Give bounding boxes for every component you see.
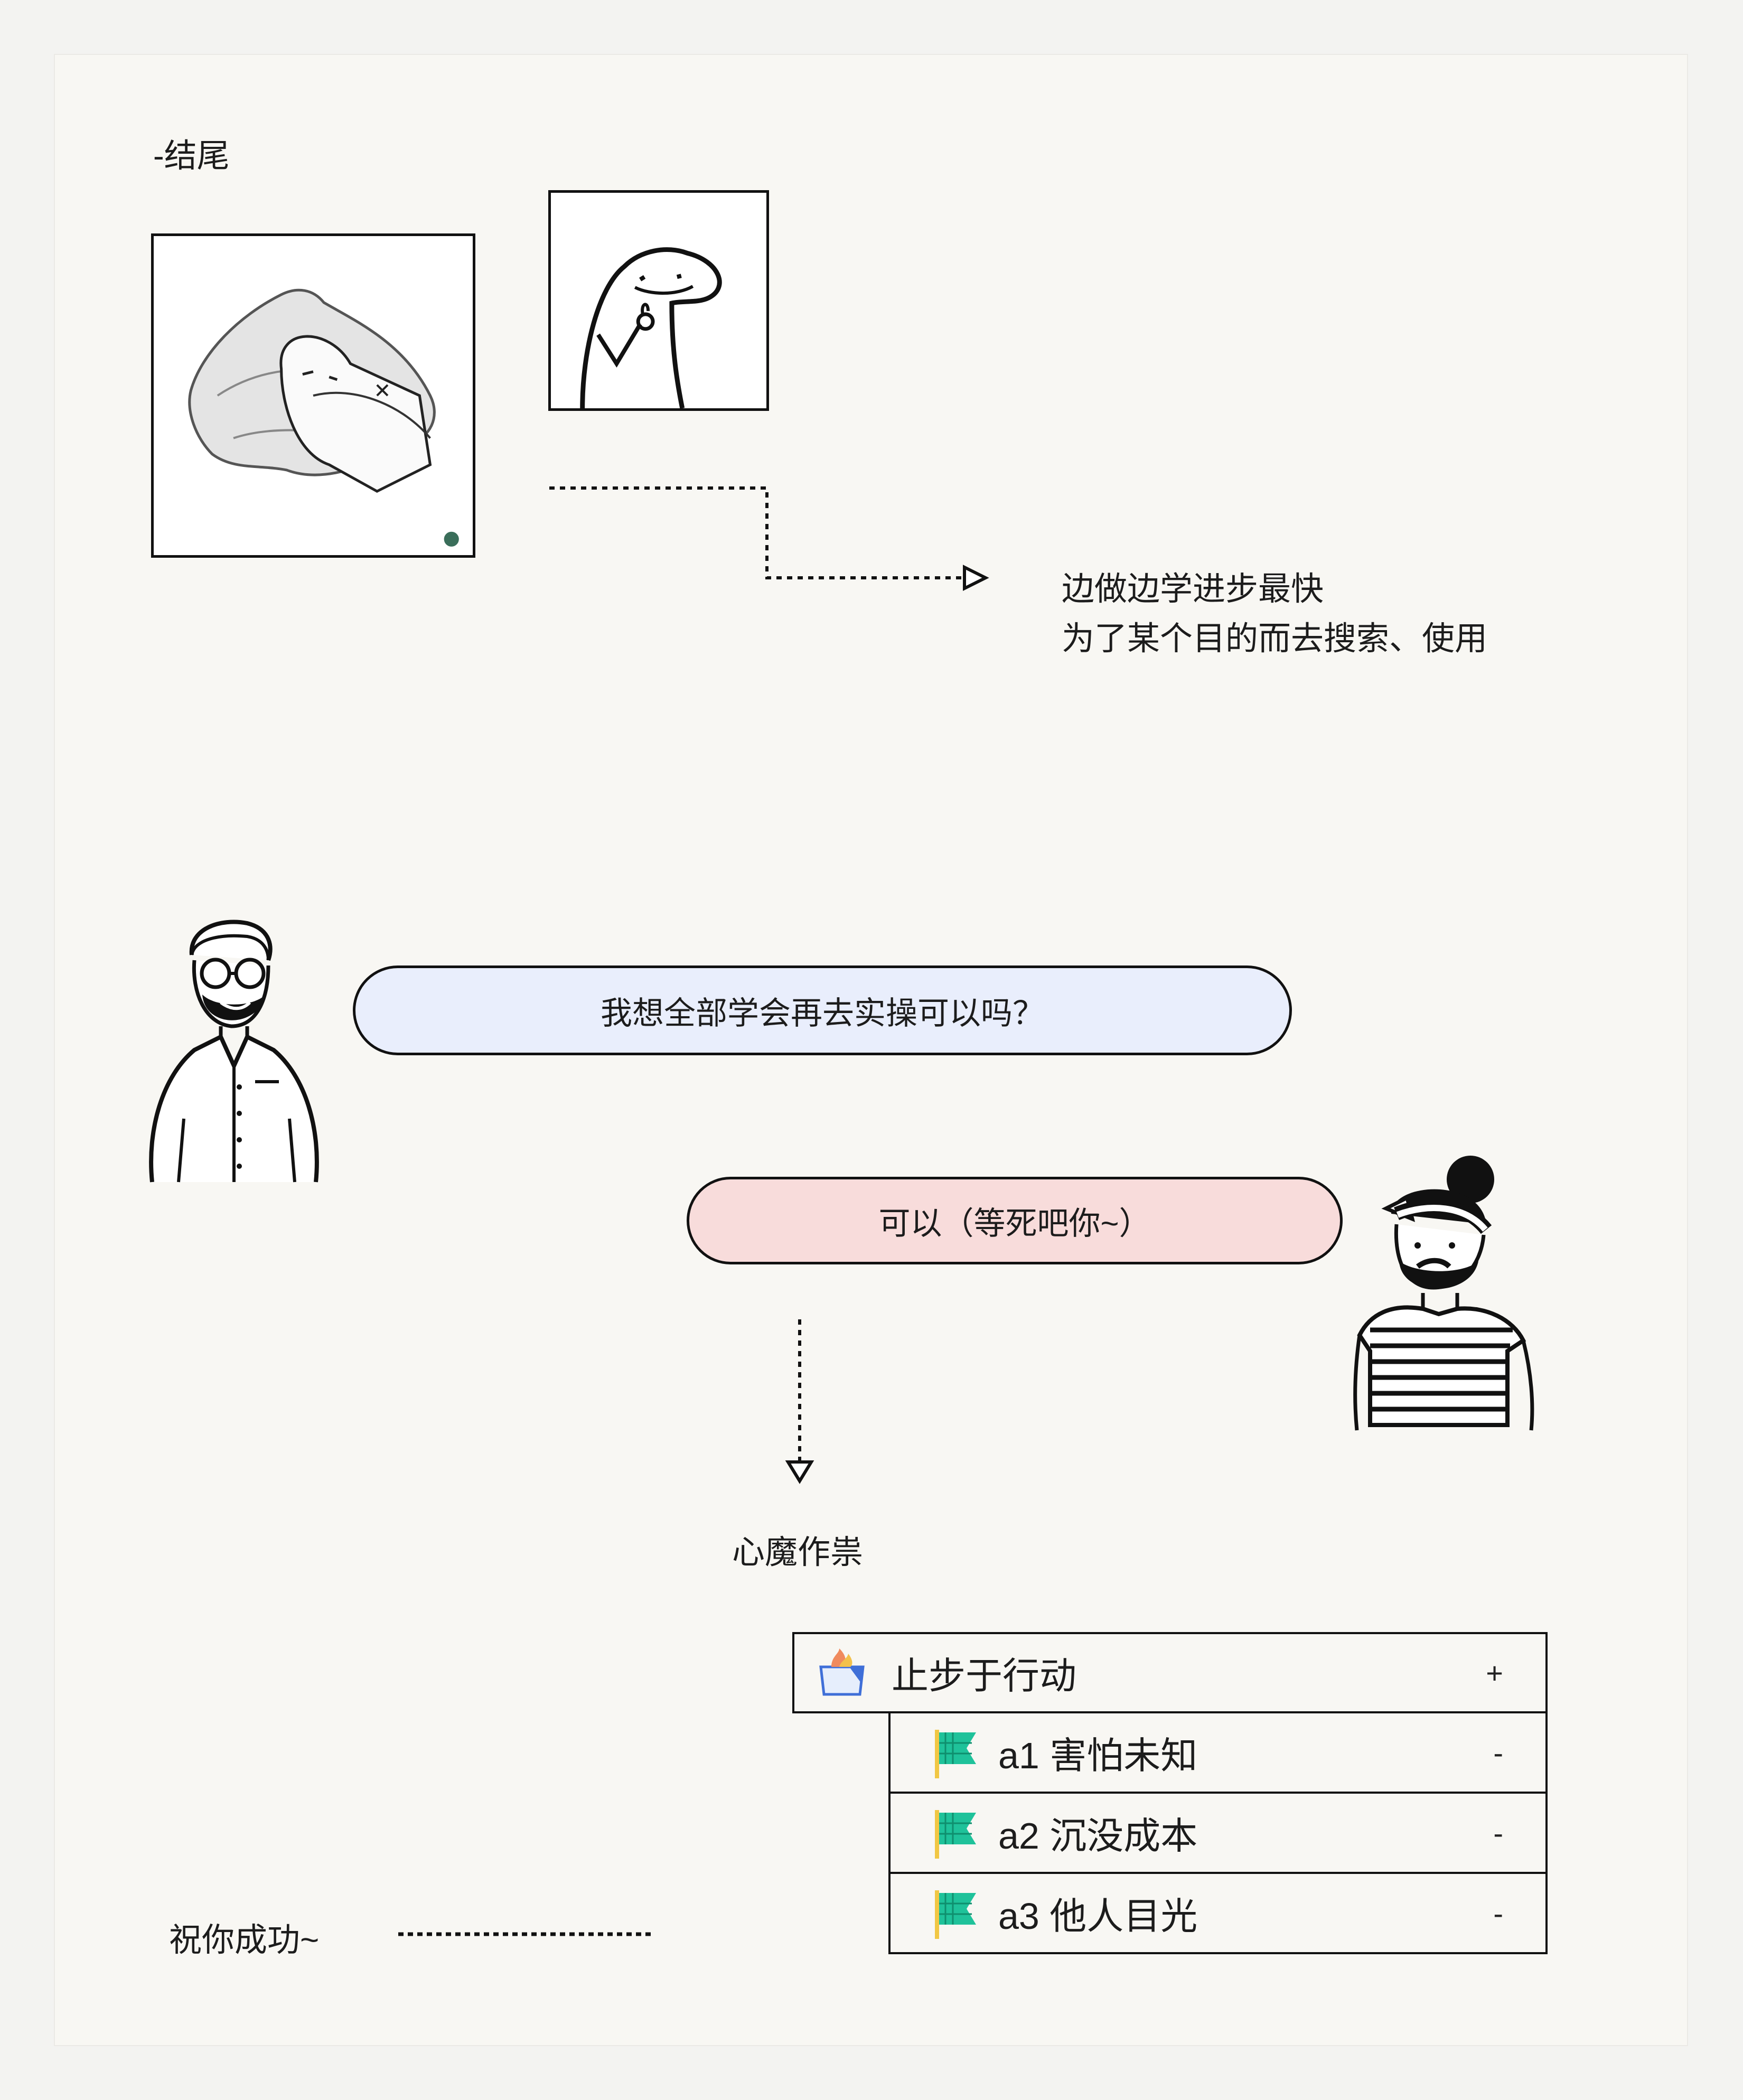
outline-root-label: 止步于行动 [892, 1655, 1076, 1696]
elbow-connector-arrow [549, 486, 989, 591]
ok-gesture-sticker-image[interactable] [548, 190, 769, 411]
answer-bubble[interactable]: 可以（等死吧你~） [687, 1177, 1343, 1264]
closing-dashed-line [398, 1932, 654, 1936]
outline-item-row[interactable]: a2 沉没成本 - [888, 1792, 1548, 1874]
pillow-sticker-image[interactable] [151, 233, 475, 558]
green-flag-icon [935, 1890, 976, 1939]
outline-item-row[interactable]: a1 害怕未知 - [888, 1711, 1548, 1794]
outline-item-label: a1 害怕未知 [998, 1735, 1198, 1776]
outline-item-row[interactable]: a3 他人目光 - [888, 1872, 1548, 1954]
tip-line-2: 为了某个目的而去搜索、使用 [1062, 621, 1488, 657]
question-bubble[interactable]: 我想全部学会再去实操可以吗？ [353, 965, 1292, 1055]
collapse-toggle[interactable]: - [1493, 1896, 1503, 1930]
sleeping-blob-illustration [188, 288, 459, 547]
collapse-toggle[interactable]: - [1493, 1816, 1503, 1850]
section-title: -结尾 [153, 138, 230, 174]
outline-root-row[interactable]: 止步于行动 + [792, 1632, 1548, 1713]
man-with-bandana-avatar [1353, 1156, 1534, 1431]
green-flag-icon [935, 1810, 976, 1859]
outline-item-label: a3 他人目光 [998, 1895, 1198, 1937]
down-connector-arrow [785, 1319, 814, 1484]
folder-fire-icon [819, 1648, 865, 1696]
outline-item-label: a2 沉没成本 [998, 1815, 1198, 1857]
result-text: 心魔作祟 [732, 1534, 864, 1571]
collapse-toggle[interactable]: - [1493, 1736, 1503, 1769]
tip-line-1: 边做边学进步最快 [1062, 571, 1324, 607]
closing-text: 祝你成功~ [169, 1922, 320, 1958]
green-flag-icon [935, 1730, 976, 1778]
whiteboard-canvas: -结尾 边做边学进步最快 为了某个目的而 [54, 54, 1688, 2046]
expand-toggle[interactable]: + [1486, 1656, 1503, 1690]
ok-blob-illustration [580, 247, 722, 409]
man-with-glasses-avatar [149, 920, 319, 1183]
